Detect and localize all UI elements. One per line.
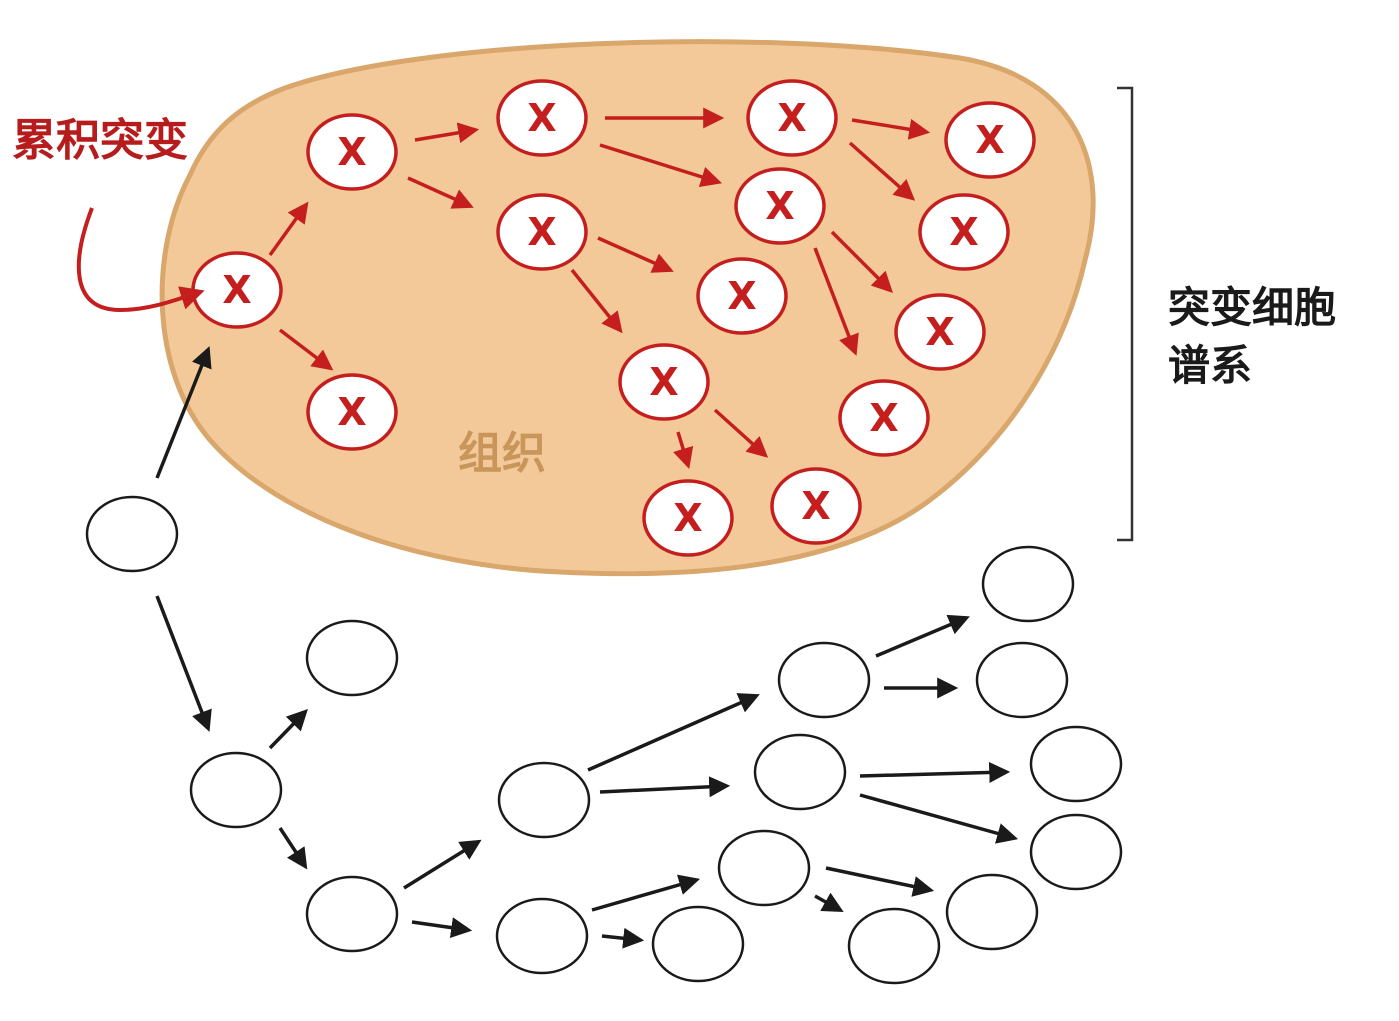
arrow-layer bbox=[155, 107, 1019, 949]
mutant-cell: X bbox=[770, 467, 862, 545]
normal-lineage-arrow bbox=[601, 927, 645, 949]
mutation-mark: X bbox=[673, 496, 702, 540]
mutant-cell: X bbox=[496, 193, 588, 271]
normal-lineage-arrow bbox=[587, 693, 760, 772]
mutation-mark: X bbox=[222, 268, 251, 312]
mutant-lineage-arrow bbox=[851, 118, 931, 140]
normal-lineage-arrow bbox=[875, 614, 970, 658]
mutant-cell: X bbox=[944, 101, 1036, 179]
normal-lineage-arrow bbox=[859, 761, 1011, 783]
mutation-mark: X bbox=[869, 396, 898, 440]
mutant-lineage-arrow bbox=[673, 431, 694, 470]
mutant-cell: X bbox=[734, 167, 826, 245]
lineage-label-line1: 突变细胞 bbox=[1168, 283, 1336, 332]
normal-cell bbox=[981, 545, 1075, 623]
normal-lineage-arrow bbox=[278, 827, 308, 870]
mutant-cell: X bbox=[618, 343, 710, 421]
mutation-mark: X bbox=[527, 210, 556, 254]
mutation-mark: X bbox=[527, 96, 556, 140]
mutant-lineage-arrow bbox=[570, 268, 623, 334]
normal-cell bbox=[1029, 813, 1123, 891]
normal-lineage-arrow bbox=[591, 874, 701, 912]
normal-cell bbox=[497, 761, 591, 839]
mutant-cell: X bbox=[696, 257, 788, 335]
mutation-mark: X bbox=[949, 210, 978, 254]
mutation-mark: X bbox=[801, 484, 830, 528]
mutation-mark: X bbox=[925, 310, 954, 354]
normal-cell bbox=[305, 875, 399, 953]
mutation-entry-arrow bbox=[76, 207, 205, 313]
normal-cell bbox=[777, 641, 871, 719]
normal-lineage-arrow bbox=[403, 839, 482, 890]
mutant-lineage-arrow bbox=[278, 328, 334, 371]
mutant-cell: X bbox=[894, 293, 986, 371]
mutation-mark: X bbox=[765, 184, 794, 228]
normal-lineage-arrow bbox=[268, 708, 308, 750]
mutant-cell: X bbox=[496, 79, 588, 157]
mutant-cell: X bbox=[838, 379, 930, 457]
mutation-mark: X bbox=[337, 390, 366, 434]
normal-lineage-arrow bbox=[155, 346, 212, 479]
normal-cell bbox=[305, 619, 399, 697]
mutant-lineage-arrow bbox=[407, 176, 474, 209]
normal-lineage-arrow bbox=[155, 595, 212, 732]
mutation-mark: X bbox=[337, 130, 366, 174]
mutation-mark: X bbox=[777, 96, 806, 140]
mutant-lineage-arrow bbox=[830, 230, 893, 293]
mutant-lineage-arrow bbox=[414, 122, 480, 144]
normal-lineage-arrow bbox=[859, 793, 1019, 844]
normal-cell bbox=[1029, 725, 1123, 803]
normal-cell bbox=[189, 751, 283, 829]
mutant-lineage-arrow bbox=[713, 408, 769, 458]
normal-cell bbox=[651, 905, 745, 983]
tissue-label: 组织 bbox=[458, 428, 546, 479]
normal-cell bbox=[495, 897, 589, 975]
normal-cell bbox=[85, 495, 179, 573]
mutation-mark: X bbox=[649, 360, 678, 404]
mutant-lineage-arrow bbox=[599, 143, 723, 187]
mutation-mark: X bbox=[727, 274, 756, 318]
mutant-lineage-arrow bbox=[848, 141, 916, 201]
lineage-label-line2: 谱系 bbox=[1168, 341, 1252, 390]
mutant-cell: X bbox=[642, 479, 734, 557]
normal-cell bbox=[975, 641, 1069, 719]
normal-cell bbox=[753, 733, 847, 811]
normal-lineage-arrow bbox=[825, 866, 935, 897]
normal-cell bbox=[717, 829, 811, 907]
normal-cell bbox=[945, 873, 1039, 951]
mutant-cell: X bbox=[918, 193, 1010, 271]
normal-lineage-arrow bbox=[411, 917, 473, 939]
mutant-lineage-arrow bbox=[268, 201, 309, 257]
normal-lineage-arrow bbox=[814, 892, 844, 913]
mutant-cell: X bbox=[191, 251, 283, 329]
lineage-bracket bbox=[1117, 86, 1134, 542]
accumulated-mutation-label: 累积突变 bbox=[12, 115, 188, 166]
mutant-cell: X bbox=[306, 373, 398, 451]
mutation-mark: X bbox=[975, 118, 1004, 162]
normal-cell bbox=[847, 907, 941, 985]
mutant-cell: X bbox=[746, 79, 838, 157]
mutant-cell: X bbox=[306, 113, 398, 191]
mutant-lineage-arrow bbox=[597, 236, 674, 273]
mutant-lineage-arrow bbox=[813, 247, 859, 356]
normal-lineage-arrow bbox=[599, 776, 731, 798]
